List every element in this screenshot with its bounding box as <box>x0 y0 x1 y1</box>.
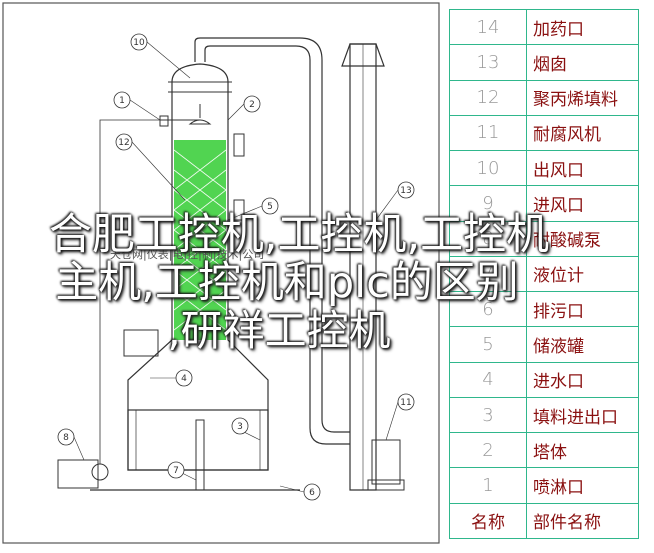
svg-text:3: 3 <box>237 422 243 432</box>
svg-text:11: 11 <box>400 398 411 408</box>
svg-text:2: 2 <box>249 100 255 110</box>
spray-nozzle <box>188 119 212 125</box>
part-name: 出风口 <box>526 150 639 187</box>
part-number: 7 <box>449 255 527 293</box>
part-name: 液位计 <box>526 255 639 293</box>
part-number: 2 <box>449 432 527 469</box>
callout-1: 1 <box>113 91 161 121</box>
part-number: 1 <box>449 467 527 504</box>
part-name: 塔体 <box>526 432 639 469</box>
header-name: 部件名称 <box>526 502 639 540</box>
callout-8: 8 <box>57 428 85 461</box>
svg-text:10: 10 <box>133 38 145 48</box>
part-number: 13 <box>449 44 527 81</box>
watermark: 天仓网|仪表|电|控|制|技术|公司 <box>110 248 265 261</box>
overlay-title-line3: ,研祥工控机 <box>167 306 391 355</box>
svg-text:6: 6 <box>309 488 315 498</box>
pump <box>57 459 99 489</box>
part-name: 填料进出口 <box>526 396 639 434</box>
callout-10: 10 <box>130 33 191 79</box>
table-header-row: 名称部件名称 <box>449 502 639 540</box>
part-name: 加药口 <box>526 8 639 46</box>
callout-3: 3 <box>231 417 261 441</box>
part-name: 喷淋口 <box>526 467 639 504</box>
callout-7: 7 <box>167 461 197 481</box>
svg-text:8: 8 <box>63 433 69 443</box>
part-name: 储液罐 <box>526 326 639 363</box>
svg-text:1: 1 <box>119 96 125 106</box>
callout-6: 6 <box>279 483 321 501</box>
part-number: 3 <box>449 396 527 434</box>
callout-4: 4 <box>150 369 193 387</box>
svg-text:4: 4 <box>181 374 187 384</box>
part-number: 11 <box>449 114 527 152</box>
drawing-frame <box>2 2 440 544</box>
part-name: 进风口 <box>526 185 639 222</box>
overlay-title-line2: 主机,工控机和plc的区别 <box>55 258 519 308</box>
svg-text:5: 5 <box>267 202 273 212</box>
callout-5: 5 <box>227 197 279 221</box>
part-name: 耐腐风机 <box>526 114 639 152</box>
header-num: 名称 <box>449 502 527 540</box>
svg-text:7: 7 <box>173 466 179 476</box>
part-name: 聚丙烯填料 <box>526 79 639 116</box>
part-number: 14 <box>449 8 527 46</box>
callout-12: 12 <box>115 133 186 201</box>
part-name: 耐酸碱泵 <box>526 220 639 257</box>
svg-text:13: 13 <box>400 186 411 196</box>
part-name: 排污口 <box>526 291 639 328</box>
part-number: 10 <box>449 150 527 187</box>
packing-fill <box>174 140 226 340</box>
storage-tank <box>127 409 269 471</box>
part-number: 4 <box>449 361 527 398</box>
part-number: 12 <box>449 79 527 116</box>
callout-2: 2 <box>227 95 261 121</box>
part-name: 烟囱 <box>526 44 639 81</box>
callout-13: 13 <box>375 181 415 221</box>
callout-11: 11 <box>385 393 415 441</box>
overlay-title-line1: 合肥工控机,工控机,工控机 <box>48 210 550 260</box>
part-number: 5 <box>449 326 527 363</box>
part-name: 进水口 <box>526 361 639 398</box>
svg-text:12: 12 <box>118 138 129 148</box>
part-number: 9 <box>449 185 527 222</box>
air-duct <box>194 37 350 433</box>
left-inlet-pipe <box>123 329 159 357</box>
